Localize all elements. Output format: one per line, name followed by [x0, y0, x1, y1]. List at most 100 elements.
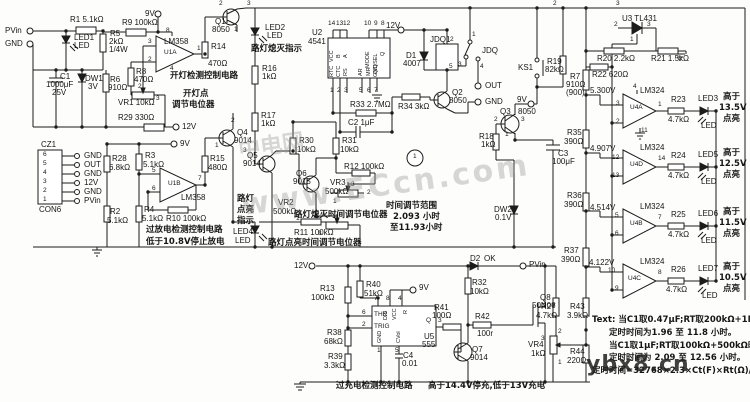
schematic-label: 5 [395, 347, 399, 354]
schematic-label: 路灯 [237, 194, 255, 204]
schematic-label: 9V [180, 139, 190, 148]
schematic-label: 4541 [308, 37, 326, 46]
schematic-label: Q8 [540, 293, 551, 302]
schematic-label: LED7 [698, 264, 719, 273]
schematic-label: OUT [485, 81, 502, 90]
schematic-label: 点亮 [237, 205, 255, 215]
schematic-label: DW2 [494, 205, 512, 214]
schematic-label: 390Ω [561, 255, 581, 264]
schematic-label: 11.5V [719, 218, 747, 228]
schematic-label: R24 [671, 151, 686, 160]
schematic-label: 220Ω [567, 356, 587, 365]
schematic-label: 12V [294, 261, 309, 270]
schematic-label: PVin [5, 26, 22, 35]
schematic-label: R33 2.7MΩ [350, 100, 391, 109]
diode-symbols [61, 21, 710, 348]
schematic-label: R27 [541, 302, 556, 311]
note-line: 定时时间为 2.09 至 12.56 小时。 [609, 353, 746, 364]
schematic-label: 2 [43, 187, 47, 194]
schematic-label: OK [484, 254, 496, 263]
schematic-label: 2 [494, 116, 498, 123]
schematic-label: VCC [329, 50, 335, 62]
schematic-label: DIS [383, 310, 389, 320]
schematic-label: 82kΩ [545, 65, 564, 74]
schematic-label: U2 [312, 28, 323, 37]
schematic-label: R35 [567, 128, 582, 137]
schematic-label: GND [485, 97, 503, 106]
schematic-label: 2 [219, 0, 223, 7]
schematic-label: THR [374, 311, 388, 318]
schematic-label: 1 [413, 153, 417, 160]
schematic-label: R12 100kΩ [344, 162, 385, 171]
schematic-label: PVin [84, 196, 101, 205]
schematic-label: 10.5V [719, 273, 747, 283]
schematic-label: 1kΩ [261, 119, 276, 128]
schematic-label: 9014 [470, 353, 488, 362]
transistor-circles [218, 8, 520, 362]
schematic-label: 555 [422, 340, 436, 349]
schematic-label: 过充电检测控制电路 [336, 381, 413, 391]
schematic-label: 1 [234, 26, 238, 33]
schematic-label: MODE [365, 51, 371, 69]
schematic-label: 9V [517, 95, 527, 104]
schematic-label: 68kΩ [324, 337, 343, 346]
schematic-label: 2 [450, 36, 454, 43]
schematic-label: 100μF [552, 157, 575, 166]
schematic-label: 1 [333, 198, 337, 205]
schematic-label: 过放电检测控制电路 [146, 225, 223, 235]
schematic-label: LED [267, 31, 283, 40]
schematic-label: R38 [327, 328, 342, 337]
schematic-label: MR [366, 67, 372, 76]
schematic-label: 3V [88, 82, 98, 91]
schematic-label: 100kΩ [311, 293, 335, 302]
schematic-label: 9014 [243, 159, 261, 168]
schematic-label: OUT [84, 160, 101, 169]
schematic-label: 3 [148, 38, 152, 45]
schematic-label: 3 [438, 317, 442, 324]
schematic-label: 9V [145, 9, 155, 18]
schematic-label: 14 [658, 155, 666, 162]
schematic-label: 1kΩ [531, 349, 546, 358]
schematic-label: 开灯检测控制电路 [170, 71, 239, 81]
schematic-label: R23 [671, 95, 686, 104]
schematic-label: 2.093 小时 [393, 212, 440, 222]
schematic-label: 2 [362, 321, 366, 328]
schematic-label: 4.907V [590, 144, 616, 153]
schematic-label: R42 [475, 312, 490, 321]
schematic-label: 11 [641, 127, 648, 134]
schematic-label: R22 620Ω [592, 70, 629, 79]
schematic-label: 2kΩ [109, 37, 124, 46]
schematic-label: 50N06 [532, 301, 556, 310]
schematic-label: JDQ1 [430, 35, 451, 44]
schematic-label: LED [235, 236, 251, 245]
schematic-label: 470Ω [208, 59, 228, 68]
schematic-label: 高于14.4V停充,低于13V充电 [428, 381, 546, 391]
schematic-label: 6 [152, 185, 156, 192]
schematic-label: 4.7kΩ [666, 285, 688, 294]
schematic-label: LED5 [698, 150, 719, 159]
schematic-label: A [343, 54, 349, 58]
schematic-label: RTC [329, 65, 335, 77]
schematic-label: 2 [138, 83, 142, 90]
schematic-label: CTC [336, 65, 342, 77]
schematic-label: R30 [299, 136, 314, 145]
schematic-label: 9015 [293, 177, 311, 186]
ic-boxes [37, 37, 459, 347]
schematic-label: 高于 [723, 207, 741, 217]
schematic-label: 4.7kΩ [668, 230, 690, 239]
schematic-label: 9 [374, 20, 378, 27]
schematic-label: R11 100kΩ [294, 228, 334, 237]
schematic-label: 4.122V [589, 258, 615, 267]
note-line: 定时时间=32768×2.3×Ct(F)×Rt(Ω)/3600(小时)。 [592, 366, 750, 377]
schematic-label: R1 5.1kΩ [70, 15, 104, 24]
schematic-label: GND [84, 187, 102, 196]
schematic-label: R3 [145, 151, 156, 160]
schematic-label: (900) [566, 88, 585, 97]
schematic-label: 6 [43, 151, 47, 158]
schematic-label: 4.7kΩ [668, 115, 690, 124]
schematic-label: 2 [553, 0, 557, 7]
schematic-label: 9 [615, 285, 619, 292]
